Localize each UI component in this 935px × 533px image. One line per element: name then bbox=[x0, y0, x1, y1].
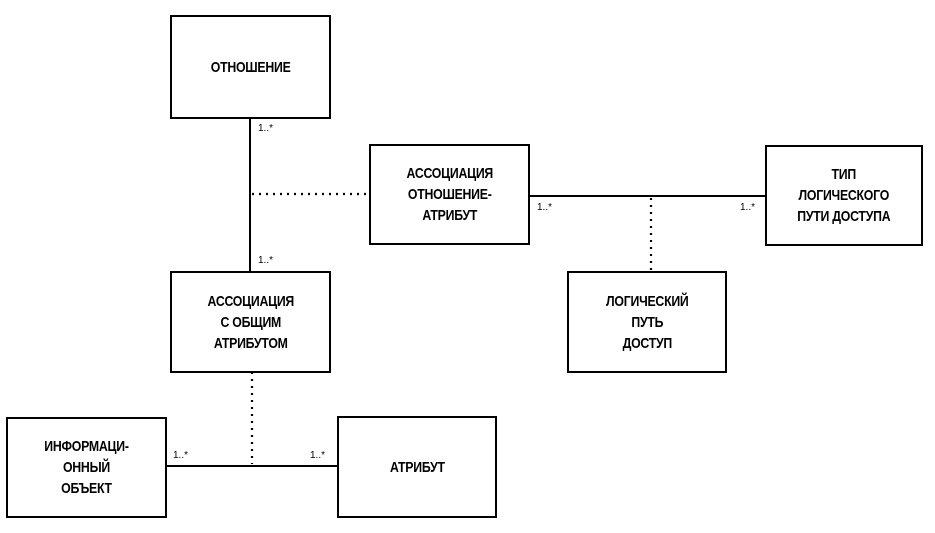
information-object-box[interactable]: ИНФОРМАЦИ- ОННЫЙ ОБЪЕКТ bbox=[6, 417, 167, 518]
multiplicity-path-type-left: 1..* bbox=[740, 202, 756, 213]
information-object-label: ИНФОРМАЦИ- ОННЫЙ ОБЪЕКТ bbox=[44, 438, 129, 497]
relation-box[interactable]: ОТНОШЕНИЕ bbox=[170, 15, 331, 119]
logical-path-type-label: ТИП ЛОГИЧЕСКОГО ПУТИ ДОСТУПА bbox=[797, 166, 891, 225]
relation-label: ОТНОШЕНИЕ bbox=[210, 58, 291, 76]
attribute-box[interactable]: АТРИБУТ bbox=[337, 416, 497, 518]
assoc-relation-attribute-label: АССОЦИАЦИЯ ОТНОШЕНИЕ- АТРИБУТ bbox=[406, 165, 493, 224]
multiplicity-relation-bottom: 1..* bbox=[258, 123, 274, 134]
logical-path-type-box[interactable]: ТИП ЛОГИЧЕСКОГО ПУТИ ДОСТУПА bbox=[765, 145, 923, 246]
multiplicity-common-attr-top: 1..* bbox=[258, 255, 274, 266]
logical-access-path-box[interactable]: ЛОГИЧЕСКИЙ ПУТЬ ДОСТУП bbox=[567, 271, 727, 373]
multiplicity-info-object-right: 1..* bbox=[173, 450, 189, 461]
logical-access-path-label: ЛОГИЧЕСКИЙ ПУТЬ ДОСТУП bbox=[605, 292, 689, 352]
attribute-label: АТРИБУТ bbox=[389, 458, 445, 476]
multiplicity-attribute-left: 1..* bbox=[310, 450, 326, 461]
assoc-common-attribute-label: АССОЦИАЦИЯ С ОБЩИМ АТРИБУТОМ bbox=[207, 292, 294, 352]
multiplicity-assoc-right: 1..* bbox=[537, 202, 553, 213]
assoc-relation-attribute-box[interactable]: АССОЦИАЦИЯ ОТНОШЕНИЕ- АТРИБУТ bbox=[369, 144, 530, 245]
assoc-common-attribute-box[interactable]: АССОЦИАЦИЯ С ОБЩИМ АТРИБУТОМ bbox=[170, 271, 331, 373]
